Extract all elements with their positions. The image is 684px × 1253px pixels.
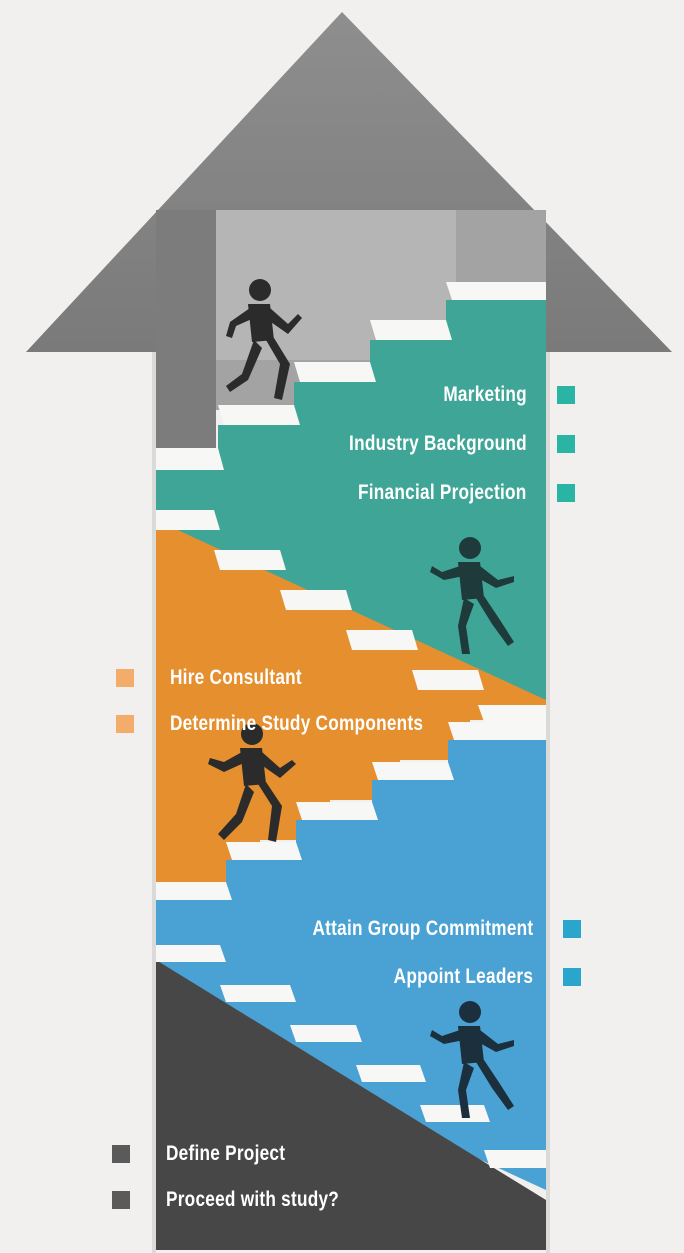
orange-square-marker: [116, 715, 134, 733]
teal-square-marker: [557, 435, 575, 453]
stage-item-label: Define Project: [166, 1142, 286, 1165]
orange-section: [156, 520, 546, 920]
stage-item-label: Financial Projection: [358, 481, 527, 504]
gray-square-marker: [112, 1191, 130, 1209]
running-businessman-icon: [226, 279, 302, 400]
blue-square-marker: [563, 920, 581, 938]
blue-square-marker: [563, 968, 581, 986]
running-businessman-icon: [430, 1001, 514, 1118]
running-businessman-icon: [208, 723, 296, 842]
running-businessman-icon: [430, 537, 514, 654]
blue-section: [156, 740, 546, 1190]
stage-item-label: Proceed with study?: [166, 1188, 340, 1211]
teal-square-marker: [557, 386, 575, 404]
stage-item-label: Industry Background: [349, 432, 527, 455]
teal-square-marker: [557, 484, 575, 502]
stage-item-label: Attain Group Commitment: [312, 917, 533, 940]
stage-item-label: Appoint Leaders: [393, 965, 533, 988]
stage-item-label: Hire Consultant: [170, 666, 302, 689]
orange-square-marker: [116, 669, 134, 687]
teal-section: [156, 300, 546, 700]
gray-square-marker: [112, 1145, 130, 1163]
stair-treads: [156, 282, 546, 1168]
dark-section: [156, 960, 546, 1250]
stage-item-label: Marketing: [443, 383, 527, 406]
stage-item-label: Determine Study Components: [170, 712, 424, 735]
